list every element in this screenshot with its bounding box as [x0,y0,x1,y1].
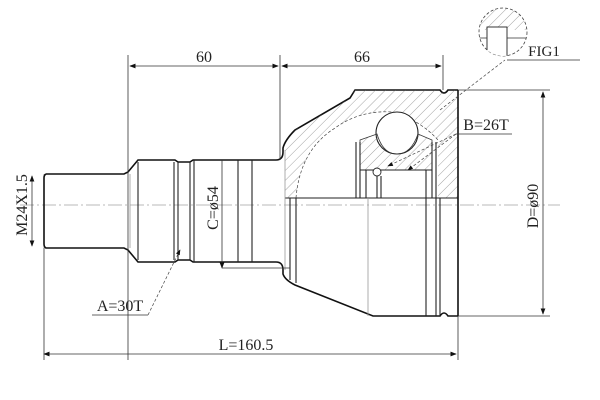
dim-bell-length: 66 [354,49,370,66]
dim-thread: M24X1.5 [14,174,31,236]
dim-total-length: L=160.5 [219,337,274,354]
dim-stem-length: 60 [196,49,212,66]
neck-upper [275,89,458,161]
dim-outer-diameter: D=ø90 [525,184,542,229]
fig1-detail: FIG1 [439,7,580,111]
bell-body [284,90,459,316]
neck-lower [275,261,458,317]
label-fig1: FIG1 [528,44,560,60]
dim-collar-diameter: C=ø54 [205,186,222,230]
bell-section [285,90,458,199]
threaded-stem [43,159,276,263]
label-inner-spline: B=26T [463,117,509,134]
label-outer-spline: A=30T [97,298,144,315]
